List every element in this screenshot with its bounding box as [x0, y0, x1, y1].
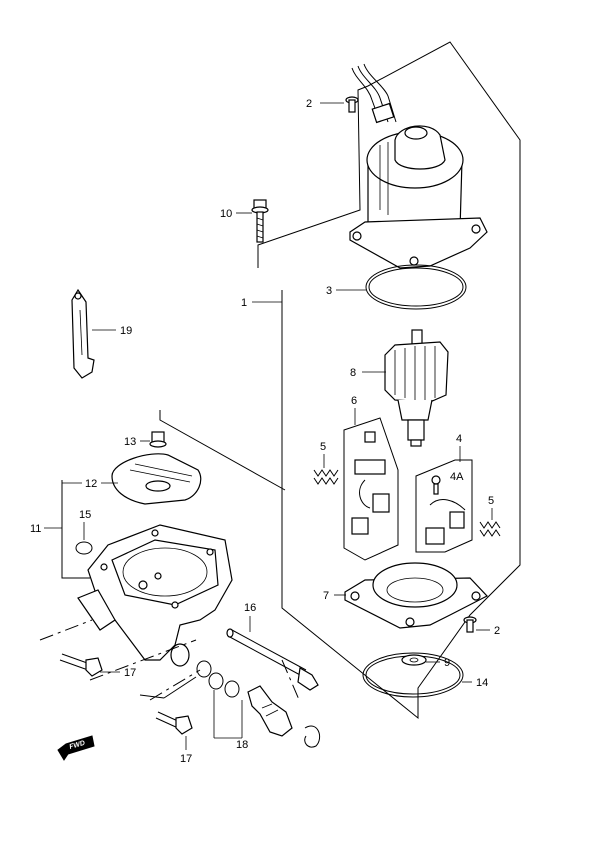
screw-2-lower — [463, 616, 477, 633]
forward-arrow-icon: FWD — [57, 735, 95, 761]
callout-6: 6 — [351, 395, 357, 407]
callout-4: 4 — [456, 433, 462, 445]
brush-holder-6 — [343, 417, 399, 561]
plate-12 — [111, 453, 202, 505]
callout-12: 12 — [85, 478, 97, 490]
o-ring-3 — [365, 264, 467, 310]
leader-lines — [39, 102, 493, 750]
bolt-17-lower — [155, 711, 193, 735]
callout-10: 10 — [220, 208, 232, 220]
callout-17-lower: 17 — [180, 753, 192, 765]
end-cap-7 — [344, 562, 488, 629]
callout-3: 3 — [326, 285, 332, 297]
bolt-17-upper — [59, 653, 103, 677]
callout-9: 9 — [444, 657, 450, 669]
callout-15: 15 — [79, 509, 91, 521]
lower-outline — [61, 410, 286, 608]
callout-13: 13 — [124, 436, 136, 448]
callout-5-left: 5 — [320, 441, 326, 453]
bolt-16 — [226, 628, 319, 691]
callout-2-lower: 2 — [494, 625, 500, 637]
callout-16: 16 — [244, 602, 256, 614]
pump-body-11 — [77, 524, 233, 667]
pump-motor — [349, 63, 488, 269]
spring-5-right — [479, 521, 501, 537]
callout-14: 14 — [476, 677, 488, 689]
valve-18 — [139, 660, 320, 748]
callout-17-upper: 17 — [124, 667, 136, 679]
bolt-10 — [251, 199, 269, 243]
callout-4a: 4A — [450, 471, 464, 483]
screw-2-upper — [345, 96, 359, 113]
callout-11: 11 — [30, 523, 41, 535]
spring-5-left — [313, 469, 339, 485]
clip-19 — [71, 288, 95, 379]
callout-labels: 2 10 1 3 19 8 6 13 4 5 4A 12 5 15 11 7 1… — [30, 98, 500, 765]
callout-8: 8 — [350, 367, 356, 379]
washer-9 — [401, 654, 427, 666]
callout-2-upper: 2 — [306, 98, 312, 110]
callout-19: 19 — [120, 325, 132, 337]
callout-1: 1 — [241, 297, 247, 309]
assembly-outline — [257, 41, 521, 720]
callout-7: 7 — [323, 590, 329, 602]
brush-holder-4 — [415, 459, 473, 553]
o-ring-15 — [75, 541, 93, 555]
forward-label: FWD — [69, 740, 86, 751]
callout-5-right: 5 — [488, 495, 494, 507]
callout-18: 18 — [236, 739, 248, 751]
plug-13 — [149, 431, 167, 448]
armature-8 — [384, 329, 449, 447]
